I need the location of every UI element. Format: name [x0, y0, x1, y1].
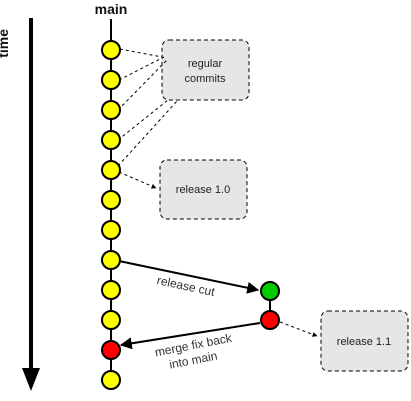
main-commit-7	[101, 220, 121, 240]
main-branch-label: main	[95, 1, 128, 17]
main-commit-4	[101, 130, 121, 150]
release-1-1-connector	[279, 321, 318, 337]
main-commit-9	[101, 280, 121, 300]
main-commit-10	[101, 310, 121, 330]
regular-commits-note	[161, 39, 250, 101]
main-commit-5	[101, 160, 121, 180]
connector-commit-4	[117, 99, 169, 141]
release-cut-commit	[260, 281, 280, 301]
main-commit-6	[101, 190, 121, 210]
connector-commit-5	[117, 99, 179, 167]
release-1-1-note	[320, 310, 409, 372]
time-label: time	[0, 29, 11, 58]
main-commit-3	[101, 100, 121, 120]
main-commit-8	[101, 250, 121, 270]
connector-commit-1	[119, 48, 163, 58]
regular-commits-line-2: commits	[185, 73, 226, 85]
time-axis-arrowhead	[22, 368, 40, 391]
release-1-0-connector	[118, 171, 157, 189]
release-1-0-label: release 1.0	[176, 184, 230, 196]
merge-fix-back-edge	[119, 322, 261, 350]
release-1-1-label: release 1.1	[337, 336, 391, 348]
release-fix-commit	[260, 310, 280, 330]
connector-commit-2	[118, 56, 165, 81]
main-commit-11	[101, 370, 121, 390]
main-merge-commit	[101, 340, 121, 360]
release-cut-edge	[118, 260, 260, 294]
release-cut-label: release cut	[156, 273, 217, 299]
regular-commits-line-1: regular	[188, 58, 223, 70]
main-commit-2	[101, 70, 121, 90]
main-commit-1	[101, 40, 121, 60]
release-1-0-note	[159, 159, 248, 220]
